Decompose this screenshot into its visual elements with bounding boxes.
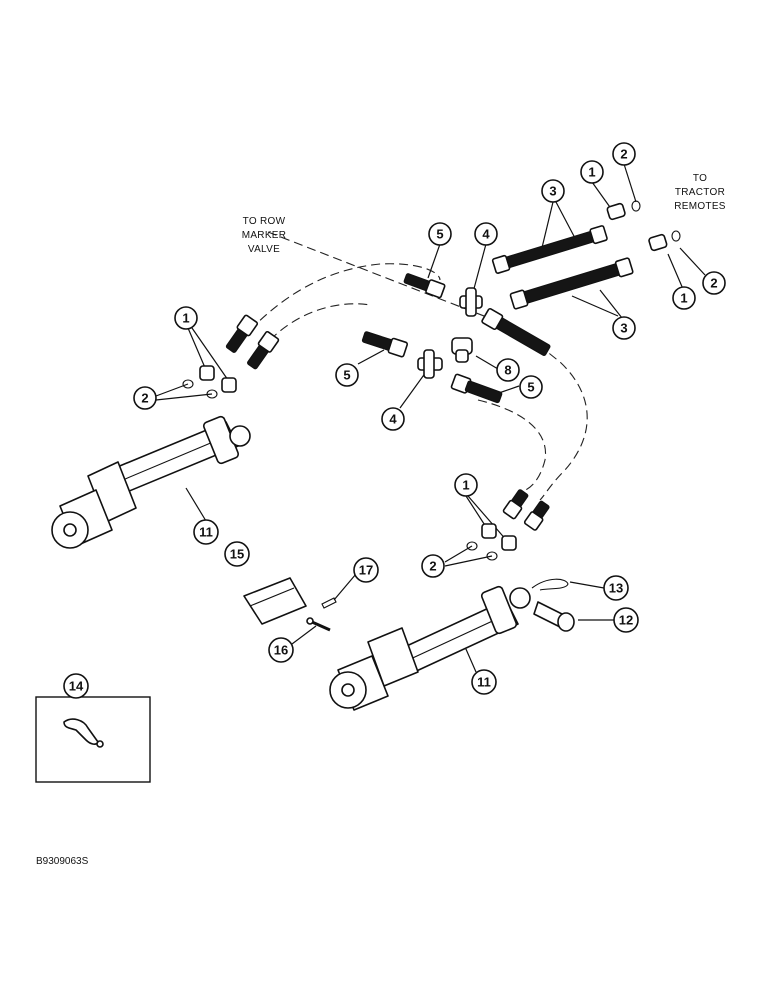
svg-text:2: 2 xyxy=(710,276,717,291)
svg-text:15: 15 xyxy=(230,547,244,562)
hydraulic-cylinder-lower xyxy=(329,585,531,711)
callout-1: 1 xyxy=(454,473,478,497)
hose-5-lower xyxy=(450,373,503,404)
hose-strap-14 xyxy=(63,718,104,748)
hose-left-upper xyxy=(225,314,259,353)
hose-3-upper xyxy=(491,225,608,274)
callout-11: 11 xyxy=(193,519,219,545)
callout-2: 2 xyxy=(133,386,157,410)
svg-text:11: 11 xyxy=(477,675,491,690)
callout-5: 5 xyxy=(335,363,359,387)
tee-fitting-4-top xyxy=(459,287,483,317)
hose-right-lower xyxy=(523,500,550,531)
callout-15: 15 xyxy=(224,541,250,567)
hose-3-lower xyxy=(509,257,634,310)
callout-3: 3 xyxy=(612,316,636,340)
pin-16 xyxy=(306,617,331,632)
svg-text:TO ROW: TO ROW xyxy=(243,216,286,227)
callout-4: 4 xyxy=(474,222,498,246)
elbow-fitting-8 xyxy=(451,337,473,363)
svg-text:3: 3 xyxy=(620,321,627,336)
callout-2: 2 xyxy=(612,142,636,166)
svg-text:13: 13 xyxy=(609,581,623,596)
svg-text:14: 14 xyxy=(69,679,84,694)
pin-12 xyxy=(533,601,575,632)
callout-3: 3 xyxy=(541,179,565,203)
svg-text:2: 2 xyxy=(429,559,436,574)
callout-16: 16 xyxy=(268,637,294,663)
callout-1: 1 xyxy=(174,306,198,330)
callout-13: 13 xyxy=(603,575,629,601)
note-to-tractor-remotes: TO TRACTOR REMOTES xyxy=(674,173,726,212)
hose-long xyxy=(481,308,551,356)
svg-text:5: 5 xyxy=(343,368,350,383)
svg-text:2: 2 xyxy=(141,391,148,406)
svg-text:5: 5 xyxy=(436,227,443,242)
svg-text:VALVE: VALVE xyxy=(248,244,280,255)
callout-11: 11 xyxy=(471,669,497,695)
svg-text:TRACTOR: TRACTOR xyxy=(675,187,725,198)
callout-12: 12 xyxy=(613,607,639,633)
clip-17 xyxy=(321,597,337,609)
callout-4: 4 xyxy=(381,407,405,431)
note-to-row-marker-valve: TO ROW MARKER VALVE xyxy=(242,216,287,255)
hose-5-top xyxy=(403,273,446,299)
svg-text:1: 1 xyxy=(588,165,595,180)
svg-text:4: 4 xyxy=(389,412,397,427)
svg-text:12: 12 xyxy=(619,613,633,628)
svg-text:5: 5 xyxy=(527,380,534,395)
callout-5: 5 xyxy=(519,375,543,399)
svg-text:17: 17 xyxy=(359,563,373,578)
callout-5: 5 xyxy=(428,222,452,246)
hose-left-lower xyxy=(247,331,280,370)
figure-code: B9309063S xyxy=(36,856,89,867)
hose-routing-lines xyxy=(249,231,588,501)
callout-14: 14 xyxy=(63,673,89,699)
svg-text:1: 1 xyxy=(680,291,687,306)
hose-right-upper xyxy=(502,489,529,520)
svg-text:8: 8 xyxy=(504,363,511,378)
callout-1: 1 xyxy=(672,286,696,310)
callout-17: 17 xyxy=(353,557,379,583)
stop-block-15 xyxy=(243,577,307,625)
callouts: 1 2 3 5 4 2 1 3 1 2 5 8 5 4 11 1 2 15 17… xyxy=(63,142,726,699)
hose-assemblies xyxy=(182,200,681,561)
svg-text:1: 1 xyxy=(462,478,469,493)
callout-2: 2 xyxy=(421,554,445,578)
inset-box xyxy=(35,696,151,783)
svg-text:3: 3 xyxy=(549,184,556,199)
svg-text:REMOTES: REMOTES xyxy=(674,201,726,212)
svg-text:4: 4 xyxy=(482,227,490,242)
svg-text:16: 16 xyxy=(274,643,288,658)
svg-text:TO: TO xyxy=(693,173,707,184)
callout-1: 1 xyxy=(580,160,604,184)
callout-8: 8 xyxy=(496,358,520,382)
svg-text:MARKER: MARKER xyxy=(242,230,287,241)
hair-pin-clip-13 xyxy=(531,578,569,591)
svg-text:2: 2 xyxy=(620,147,627,162)
callout-2: 2 xyxy=(702,271,726,295)
hydraulic-cylinder-upper xyxy=(51,415,251,549)
svg-text:11: 11 xyxy=(199,525,213,540)
tee-fitting-4-lower xyxy=(417,349,443,379)
hose-5-middle xyxy=(361,331,409,358)
svg-text:1: 1 xyxy=(182,311,189,326)
